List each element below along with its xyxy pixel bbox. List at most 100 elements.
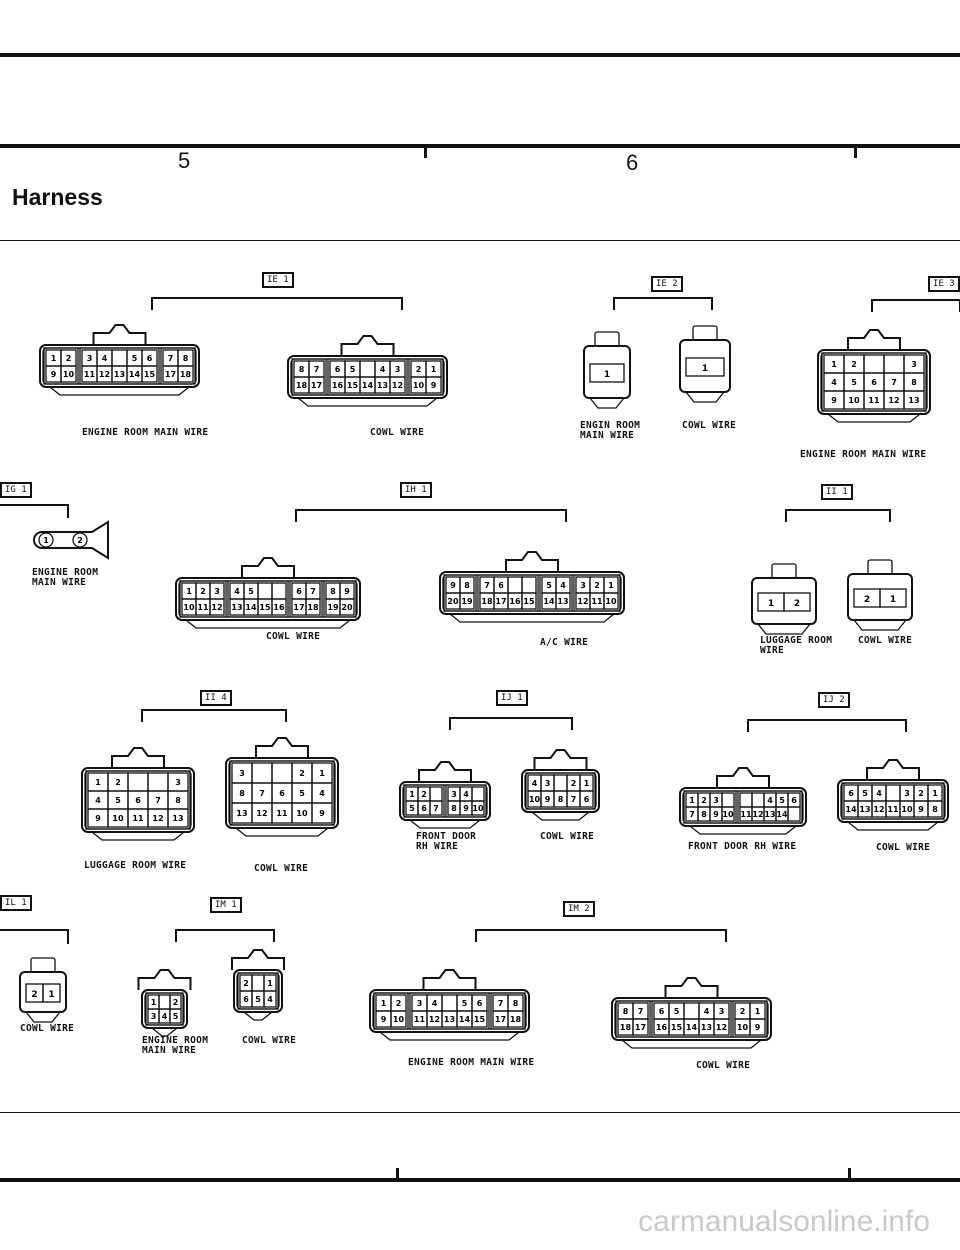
svg-text:2: 2: [115, 778, 121, 787]
svg-text:2: 2: [200, 587, 206, 596]
svg-text:11: 11: [868, 396, 880, 405]
svg-text:3: 3: [904, 789, 910, 798]
svg-text:17: 17: [635, 1023, 646, 1032]
svg-text:6: 6: [791, 796, 797, 805]
svg-text:7: 7: [155, 796, 161, 805]
svg-text:15: 15: [474, 1015, 486, 1024]
svg-text:10: 10: [112, 814, 124, 823]
svg-text:1: 1: [186, 587, 192, 596]
svg-text:13: 13: [701, 1023, 712, 1032]
connector-ie2-cowl: 1: [679, 325, 731, 403]
svg-text:5: 5: [299, 789, 305, 798]
bracket-ie1: [151, 297, 403, 310]
svg-text:11: 11: [414, 1015, 426, 1024]
svg-text:4: 4: [102, 354, 108, 363]
column-number-6: 6: [626, 150, 639, 175]
bracket-ij1: [449, 717, 573, 730]
svg-text:6: 6: [584, 795, 590, 804]
svg-text:4: 4: [234, 587, 240, 596]
svg-text:6: 6: [135, 796, 141, 805]
svg-text:14: 14: [245, 603, 257, 612]
svg-text:5: 5: [851, 378, 857, 387]
svg-text:11: 11: [887, 805, 899, 814]
label-ij1-left: FRONT DOOR RH WIRE: [416, 831, 477, 852]
svg-text:2: 2: [243, 979, 249, 988]
svg-text:10: 10: [901, 805, 913, 814]
tag-ij2: IJ 2: [818, 692, 850, 708]
svg-text:6: 6: [848, 789, 854, 798]
svg-text:5: 5: [248, 587, 254, 596]
svg-text:2: 2: [421, 790, 427, 799]
svg-text:5: 5: [674, 1007, 680, 1016]
svg-text:17: 17: [311, 381, 322, 390]
svg-text:9: 9: [319, 809, 325, 818]
svg-text:2: 2: [740, 1007, 746, 1016]
svg-text:3: 3: [545, 779, 551, 788]
svg-text:1: 1: [409, 790, 415, 799]
svg-text:14: 14: [459, 1015, 471, 1024]
svg-text:5: 5: [173, 1012, 179, 1021]
svg-text:7: 7: [891, 378, 897, 387]
svg-text:18: 18: [620, 1023, 632, 1032]
svg-text:10: 10: [605, 597, 617, 606]
svg-text:20: 20: [447, 597, 459, 606]
svg-text:11: 11: [740, 810, 752, 819]
svg-text:4: 4: [831, 378, 837, 387]
svg-text:7: 7: [310, 587, 316, 596]
svg-text:1: 1: [890, 595, 896, 605]
bracket-ij2: [747, 719, 907, 732]
svg-text:4: 4: [767, 796, 773, 805]
svg-text:1: 1: [95, 778, 101, 787]
svg-text:4: 4: [876, 789, 882, 798]
footer-tick-1: [396, 1168, 399, 1180]
svg-text:7: 7: [689, 810, 695, 819]
svg-text:6: 6: [477, 999, 483, 1008]
svg-text:14: 14: [129, 370, 141, 379]
svg-text:17: 17: [165, 370, 176, 379]
svg-text:5: 5: [546, 581, 552, 590]
svg-text:13: 13: [859, 805, 870, 814]
svg-text:8: 8: [175, 796, 181, 805]
svg-text:2: 2: [299, 769, 305, 778]
svg-text:14: 14: [845, 805, 857, 814]
svg-text:3: 3: [911, 360, 917, 369]
svg-text:6: 6: [279, 789, 285, 798]
svg-text:12: 12: [392, 381, 403, 390]
svg-text:4: 4: [432, 999, 438, 1008]
svg-text:3: 3: [151, 1012, 157, 1021]
svg-text:12: 12: [99, 370, 110, 379]
svg-text:5: 5: [350, 365, 356, 374]
svg-text:16: 16: [656, 1023, 668, 1032]
label-ii1-right: COWL WIRE: [858, 635, 913, 646]
svg-text:18: 18: [510, 1015, 522, 1024]
label-im2-left: ENGINE ROOM MAIN WIRE: [408, 1057, 535, 1068]
svg-text:10: 10: [737, 1023, 749, 1032]
svg-text:1: 1: [267, 979, 273, 988]
svg-text:16: 16: [273, 603, 285, 612]
svg-text:10: 10: [296, 809, 308, 818]
label-ie1-right: COWL WIRE: [370, 427, 425, 438]
svg-text:9: 9: [95, 814, 101, 823]
svg-text:8: 8: [911, 378, 917, 387]
svg-text:10: 10: [183, 603, 195, 612]
footer-rule-thin: [0, 1112, 960, 1113]
svg-text:9: 9: [463, 804, 469, 813]
svg-text:9: 9: [713, 810, 719, 819]
svg-text:2: 2: [701, 796, 707, 805]
label-im1-right: COWL WIRE: [242, 1035, 297, 1046]
svg-text:3: 3: [713, 796, 719, 805]
svg-text:6: 6: [243, 995, 249, 1004]
label-ii4-left: LUGGAGE ROOM WIRE: [84, 860, 187, 871]
connector-ie2-engine: 1: [583, 331, 631, 409]
svg-text:4: 4: [319, 789, 325, 798]
svg-text:1: 1: [319, 769, 325, 778]
bracket-ii4: [141, 709, 287, 722]
svg-text:16: 16: [509, 597, 521, 606]
svg-text:3: 3: [451, 790, 457, 799]
